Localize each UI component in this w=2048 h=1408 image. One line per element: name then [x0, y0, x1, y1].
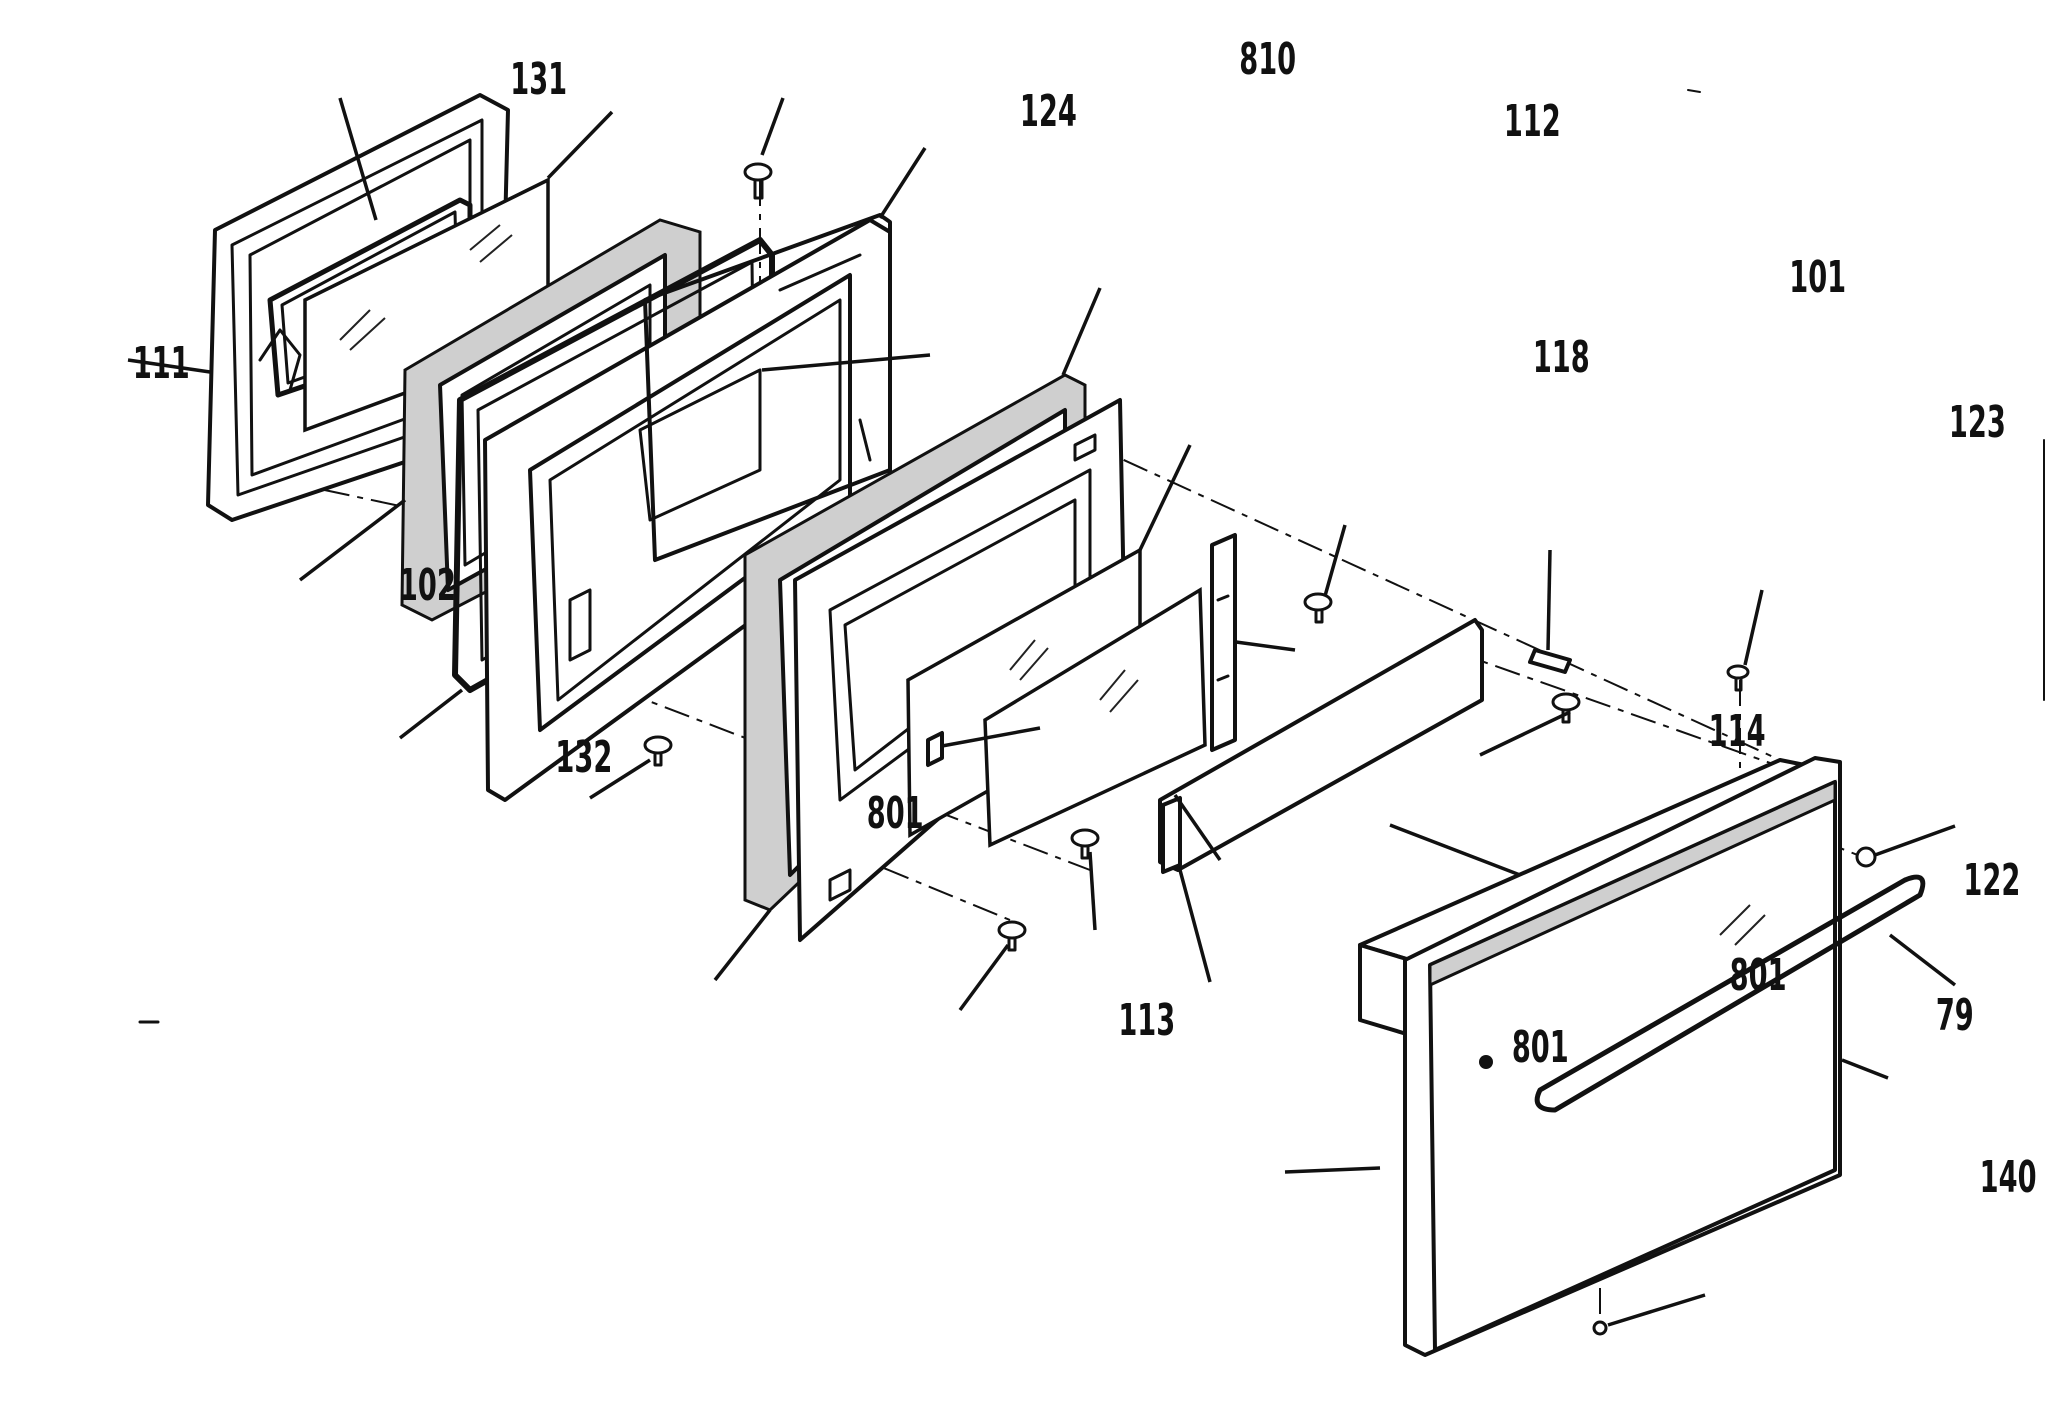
part-136-handle	[1534, 874, 1926, 1113]
screw-770	[1528, 648, 1572, 674]
part-112-back-panel	[643, 213, 892, 562]
screw-801-c	[643, 735, 673, 767]
part-labels: 810 131 124 112 101 111 118 123 801 770 …	[133, 33, 2037, 1203]
screw-801-d	[1070, 828, 1100, 860]
screw-918	[1592, 1320, 1608, 1336]
screw-801-a	[1303, 592, 1333, 624]
label-79: 79	[1936, 989, 1974, 1041]
label-801-d: 801	[1730, 949, 1787, 1001]
label-140: 140	[1980, 1151, 2037, 1203]
label-101: 101	[1789, 251, 1846, 303]
label-131: 131	[510, 53, 567, 105]
label-132: 132	[555, 731, 612, 783]
label-810: 810	[1239, 33, 1296, 85]
part-122-glass	[983, 586, 1207, 848]
screw-815	[1726, 664, 1750, 692]
screw-801-e	[997, 920, 1027, 952]
part-79-channel	[1158, 618, 1484, 874]
leader-lines	[127, 97, 1957, 1327]
label-111: 111	[133, 337, 190, 389]
label-122: 122	[1963, 854, 2020, 906]
screw-810	[743, 162, 773, 200]
part-146-end-cap	[1479, 846, 1877, 1069]
part-114-clip	[926, 731, 944, 767]
label-114: 114	[1709, 705, 1766, 757]
label-801-c: 801	[867, 787, 924, 839]
label-102: 102	[399, 559, 456, 611]
label-118: 118	[1533, 331, 1590, 383]
label-123: 123	[1949, 396, 2006, 448]
part-117-bracket	[1210, 533, 1237, 752]
label-112: 112	[1504, 95, 1561, 147]
label-113: 113	[1118, 994, 1175, 1046]
scan-marks	[138, 89, 2045, 1024]
label-124: 124	[1020, 85, 1077, 137]
label-801-e: 801	[1512, 1021, 1569, 1073]
